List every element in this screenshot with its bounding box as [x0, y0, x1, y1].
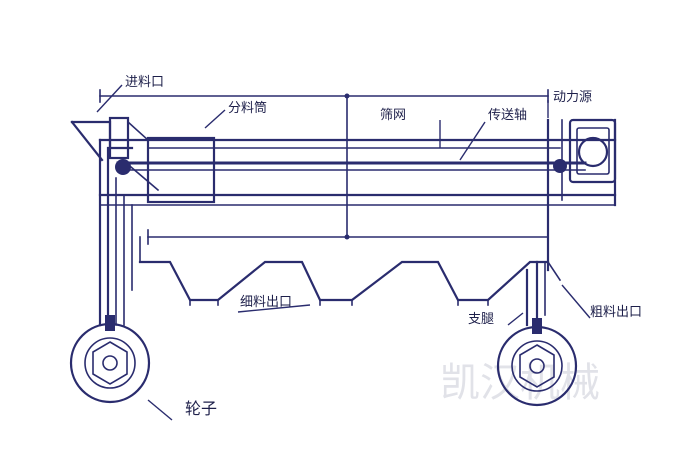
label-wheel: 轮子 — [185, 399, 217, 418]
label-shaft: 传送轴 — [488, 108, 527, 123]
right-legs — [525, 260, 546, 327]
label-screen: 筛网 — [380, 108, 406, 123]
transmission-shaft — [115, 159, 587, 192]
frame — [98, 89, 617, 272]
label-leg: 支腿 — [468, 312, 494, 327]
label-power: 动力源 — [553, 90, 592, 105]
label-fine-outlet: 细料出口 — [240, 295, 292, 310]
label-drum: 分料筒 — [228, 100, 267, 116]
power-source — [553, 118, 617, 184]
feed-hopper — [70, 116, 150, 162]
fine-outlet-hoppers — [138, 236, 562, 306]
left-wheel — [69, 315, 151, 404]
label-inlet: 进料口 — [125, 75, 164, 90]
label-coarse-outlet: 粗料出口 — [590, 305, 642, 320]
left-legs — [98, 138, 133, 327]
right-wheel — [496, 318, 578, 407]
